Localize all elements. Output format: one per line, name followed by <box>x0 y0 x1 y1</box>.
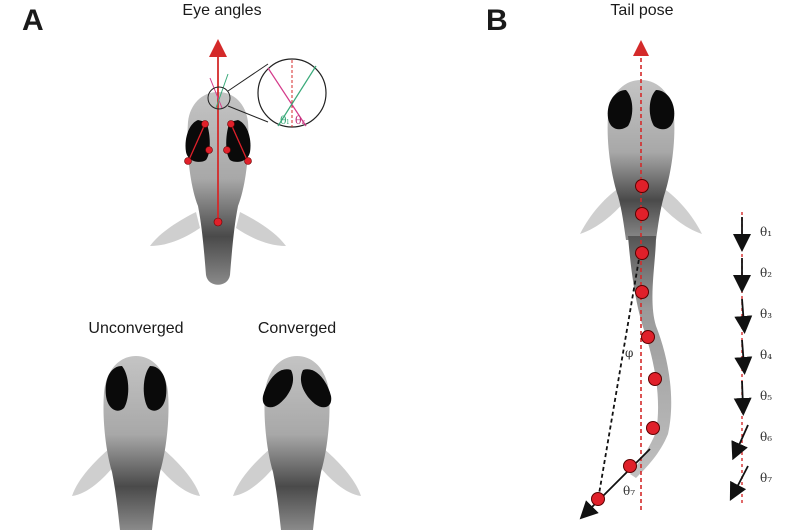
zoom-source-circle <box>207 86 231 110</box>
eye-axis-right <box>230 123 249 163</box>
body-center-point <box>213 217 223 227</box>
tail-point <box>648 372 662 386</box>
eye-point <box>201 120 209 128</box>
segment-arrow-6 <box>731 424 749 461</box>
theta-label-5: θ₅ <box>760 389 772 403</box>
eye-left <box>607 90 633 130</box>
phi-label: φ <box>625 346 633 360</box>
eye-axis-left <box>187 123 206 163</box>
segment-arrow-3 <box>734 298 753 334</box>
segment-arrow-4 <box>734 339 753 375</box>
zoom-right-eye-line <box>267 67 307 127</box>
fish-converged <box>233 356 361 530</box>
segment-arrow-5 <box>733 380 752 416</box>
segment-angle-legend: θ₁ θ₂ θ₃ θ₄ θ₅ θ₆ θ₇ <box>729 212 772 505</box>
pectoral-fin-left <box>233 448 275 496</box>
zoom-connector <box>227 63 269 92</box>
eye-left <box>262 369 294 408</box>
segment-arrow-7 <box>729 465 749 501</box>
fish-main-a <box>150 39 286 285</box>
converged-label: Converged <box>258 320 336 337</box>
eye-point <box>205 146 213 154</box>
pectoral-fin-left <box>150 212 200 246</box>
theta-label-2: θ₂ <box>760 266 772 280</box>
tail-point <box>635 179 649 193</box>
pectoral-fin-right <box>319 448 361 496</box>
pectoral-fin-right <box>658 186 702 234</box>
pectoral-fin-left <box>580 186 624 234</box>
tail-point <box>635 207 649 221</box>
tail-point <box>623 459 637 473</box>
pectoral-fin-left <box>72 448 114 496</box>
panel-b-title: Tail pose <box>610 2 673 19</box>
fish-unconverged <box>72 356 200 530</box>
theta-label-6: θ₆ <box>760 430 772 444</box>
zoom-callout: θₗ θᵣ <box>227 58 327 128</box>
angle-line <box>215 73 229 109</box>
panel-a-title: Eye angles <box>182 2 261 19</box>
tail-point <box>635 285 649 299</box>
zoom-left-eye-line <box>277 65 317 127</box>
eye-right <box>300 369 332 408</box>
angle-line <box>209 77 223 109</box>
eye-point <box>184 157 192 165</box>
eye-point <box>223 146 231 154</box>
theta-label-4: θ₄ <box>760 348 772 362</box>
tail-point <box>591 492 605 506</box>
theta-right-label: θᵣ <box>295 114 306 127</box>
panel-a-letter: A <box>22 4 44 37</box>
tail-point <box>646 421 660 435</box>
eye-right <box>143 366 167 411</box>
theta-label-3: θ₃ <box>760 307 772 321</box>
eye-point <box>227 120 235 128</box>
tail-point <box>641 330 655 344</box>
eye-left <box>105 366 129 411</box>
theta-left-label: θₗ <box>280 114 290 127</box>
zoom-connector <box>227 105 269 123</box>
theta-label-7: θ₇ <box>760 471 772 485</box>
tail-point <box>635 246 649 260</box>
theta7-tail-label: θ₇ <box>623 484 635 498</box>
fish-tail <box>628 236 672 478</box>
theta-label-1: θ₁ <box>760 225 772 239</box>
eye-right <box>649 90 675 130</box>
eye-point <box>244 157 252 165</box>
pectoral-fin-right <box>158 448 200 496</box>
panel-b-letter: B <box>486 4 508 37</box>
unconverged-label: Unconverged <box>88 320 183 337</box>
pectoral-fin-right <box>236 212 286 246</box>
